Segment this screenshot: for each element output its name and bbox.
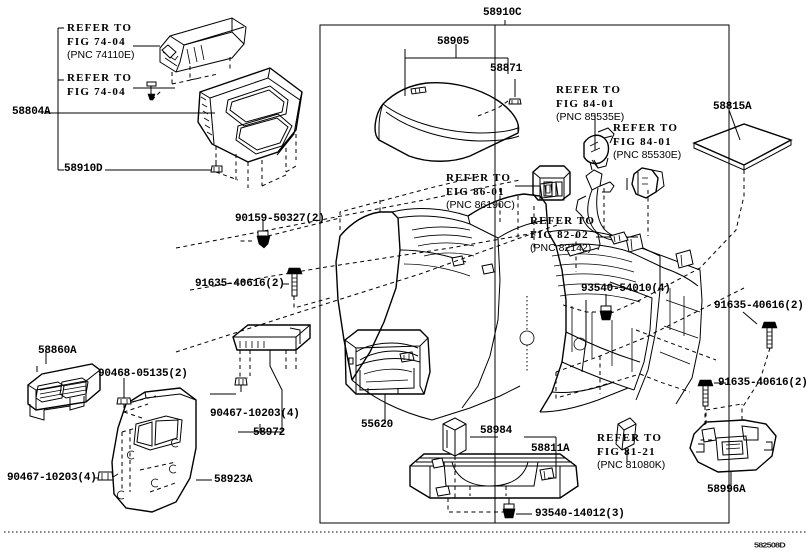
refer-note-74-04-b: REFER TO FIG 74-04 bbox=[67, 72, 132, 99]
refer-note-81-21: REFER TO FIG 81-21 (PNC 81080K) bbox=[597, 432, 665, 473]
refer-note-84-01-a: REFER TO FIG 84-01 (PNC 85535E) bbox=[556, 84, 624, 125]
label-console-mat: 58815A bbox=[713, 101, 752, 113]
console-body bbox=[335, 181, 703, 421]
label-screw-93540-54010: 93540-54010(4) bbox=[581, 283, 671, 295]
label-rear-vent: 58860A bbox=[38, 345, 77, 357]
refer-note-84-01-b: REFER TO FIG 84-01 (PNC 85530E) bbox=[613, 122, 681, 163]
refer-line-2: FIG 86-01 bbox=[446, 185, 505, 198]
refer-line-1: REFER TO bbox=[67, 72, 133, 84]
refer-line-2: FIG 74-04 bbox=[67, 35, 126, 48]
refer-note-82-02: REFER TO FIG 82-02 (PNC 82142) bbox=[530, 215, 595, 256]
label-clip-90468: 90468-05135(2) bbox=[98, 368, 188, 380]
main-assembly-box bbox=[319, 24, 730, 524]
lower-bracket-group bbox=[689, 311, 778, 488]
label-console-lid: 58905 bbox=[437, 36, 470, 48]
refer-line-3: (PNC 85530E) bbox=[613, 149, 682, 161]
label-bolt-91635-upper-right: 91635-40616(2) bbox=[714, 300, 804, 312]
refer-line-1: REFER TO bbox=[613, 122, 679, 134]
refer-line-2: FIG 84-01 bbox=[613, 135, 672, 148]
refer-line-3: (PNC 85535E) bbox=[556, 111, 625, 123]
refer-line-2: FIG 74-04 bbox=[67, 85, 126, 98]
refer-line-3: (PNC 81080K) bbox=[597, 459, 666, 471]
refer-line-3: (PNC 86190C) bbox=[446, 199, 515, 211]
sheet-watermark: 582508D bbox=[754, 540, 786, 550]
bolt-91635-left bbox=[283, 267, 331, 309]
refer-note-86-01: REFER TO FIG 86-01 (PNC 86190C) bbox=[446, 172, 515, 213]
rear-panel-group bbox=[95, 378, 212, 513]
refer-line-1: REFER TO bbox=[556, 84, 622, 96]
label-bolt-91635-left: 91635-40616(2) bbox=[195, 278, 285, 290]
label-bolt-91635-lower-right: 91635-40616(2) bbox=[718, 377, 808, 389]
refer-line-1: REFER TO bbox=[446, 172, 512, 184]
refer-line-3: (PNC 82142) bbox=[530, 242, 592, 254]
refer-note-74-04-a: REFER TO FIG 74-04 (PNC 74110E) bbox=[67, 22, 135, 63]
label-front-tray: 58972 bbox=[253, 427, 286, 439]
label-box-retainer: 58984 bbox=[480, 425, 513, 437]
label-clip-90467-tray: 90467-10203(4) bbox=[210, 408, 300, 420]
label-main-assembly: 58910C bbox=[483, 7, 522, 19]
refer-line-2: FIG 82-02 bbox=[530, 228, 589, 241]
console-lid-group bbox=[374, 44, 522, 162]
label-console-tray: 58811A bbox=[531, 443, 570, 455]
label-upper-panel-lower: 58910D bbox=[64, 163, 103, 175]
refer-line-2: FIG 81-21 bbox=[597, 445, 656, 458]
screw-93540-54010-part bbox=[559, 294, 613, 321]
label-screw-93540-14012: 93540-14012(3) bbox=[535, 508, 625, 520]
label-lid-clip: 58871 bbox=[490, 63, 523, 75]
label-clip-90467-panel: 90467-10203(4) bbox=[7, 472, 97, 484]
refer-line-1: REFER TO bbox=[597, 432, 663, 444]
label-rear-panel: 58923A bbox=[214, 474, 253, 486]
rear-vent-group bbox=[27, 352, 101, 421]
label-upper-panel-assembly: 58804A bbox=[12, 106, 51, 118]
refer-line-1: REFER TO bbox=[530, 215, 596, 227]
refer-line-2: FIG 84-01 bbox=[556, 97, 615, 110]
refer-line-3: (PNC 74110E) bbox=[67, 49, 135, 61]
cup-holder-group bbox=[344, 329, 431, 424]
label-screw-90159: 90159-50327(2) bbox=[235, 213, 325, 225]
label-cup-holder: 55620 bbox=[361, 419, 394, 431]
refer-line-1: REFER TO bbox=[67, 22, 133, 34]
label-lower-bracket: 58996A bbox=[707, 484, 746, 496]
